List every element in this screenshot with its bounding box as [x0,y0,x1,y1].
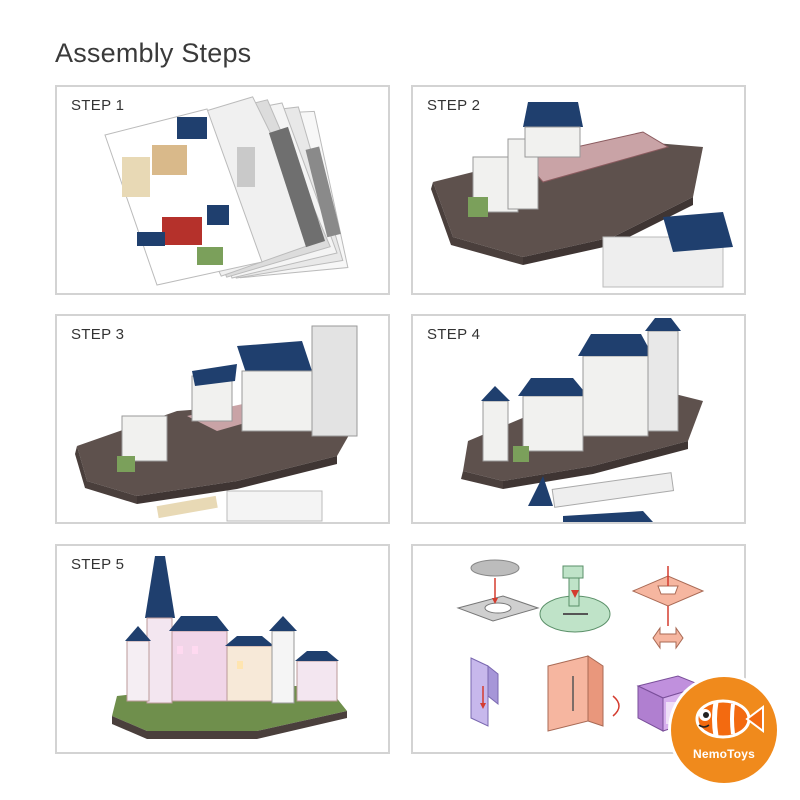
completed-castle-illustration [112,556,347,739]
step-4-panel: STEP 4 [411,314,746,524]
clownfish-icon [695,699,764,739]
cross-joint-diagram [631,566,705,650]
castle-towers-illustration [461,318,703,522]
step-1-panel: STEP 1 [55,85,390,295]
page-title: Assembly Steps [55,38,252,68]
step-1-label: STEP 1 [71,97,125,114]
puzzle-sheets-illustration [104,96,349,286]
step-2-panel: STEP 2 [411,85,746,295]
step-2-label: STEP 2 [427,97,481,114]
fold-slot-diagram [547,655,620,732]
castle-base-illustration [431,102,733,288]
slot-tab-diagram [539,565,611,633]
brand-name: NemoToys [692,747,756,761]
round-tab-diagram [456,559,540,622]
step-4-label: STEP 4 [427,326,481,343]
step-5-panel: STEP 5 [55,544,390,754]
step-5-label: STEP 5 [71,556,125,573]
brand-logo: NemoToys [671,677,777,783]
castle-walls-illustration [75,325,358,522]
step-3-panel: STEP 3 [55,314,390,524]
hook-joint-diagram [470,657,499,727]
step-3-label: STEP 3 [71,326,125,343]
